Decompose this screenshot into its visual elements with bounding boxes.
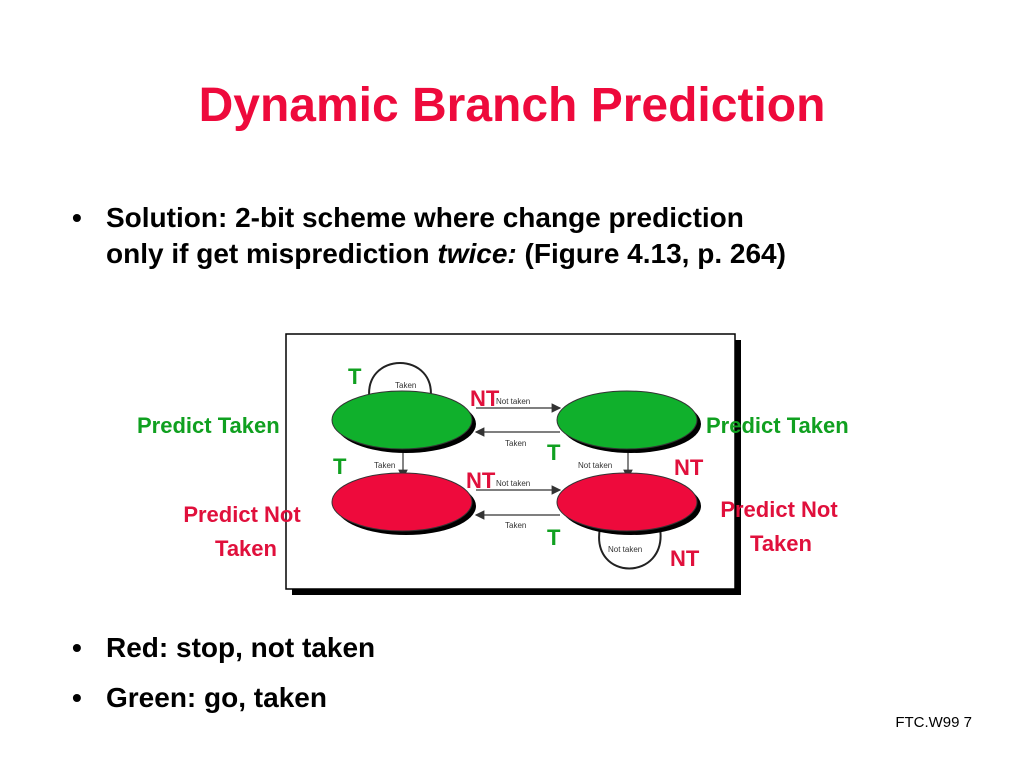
transition-label: T [348, 364, 362, 389]
state-label-right-top: Predict Taken [706, 413, 849, 438]
small-label: Not taken [496, 397, 530, 406]
bullet-dot: • [72, 632, 82, 663]
transition-label: NT [470, 386, 500, 411]
transition-label: NT [466, 468, 496, 493]
bullet-line-2-em: twice: [437, 238, 517, 269]
transition-label: T [547, 440, 561, 465]
state-label-left-bottom-1: Predict Not [183, 502, 301, 527]
state-strong-taken [331, 390, 473, 450]
small-label: Taken [505, 521, 526, 530]
transition-label: NT [674, 455, 704, 480]
transition-label: T [547, 525, 561, 550]
bullet-text: Solution: 2-bit scheme where change pred… [106, 200, 946, 272]
small-label: Taken [395, 381, 416, 390]
bullet-text: Red: stop, not taken [106, 632, 376, 663]
state-label-right-bottom-2: Taken [750, 531, 812, 556]
bullet-text: Green: go, taken [106, 682, 327, 713]
state-weak-not-taken [331, 472, 473, 532]
small-label: Not taken [496, 479, 530, 488]
small-label: Taken [505, 439, 526, 448]
bullet-dot: • [72, 202, 82, 233]
state-strong-not-taken [556, 472, 698, 532]
state-weak-taken [556, 390, 698, 450]
loop-bottom [598, 527, 662, 570]
state-label-left-bottom-2: Taken [215, 536, 277, 561]
small-label: Not taken [578, 461, 612, 470]
small-label: Taken [374, 461, 395, 470]
state-label-right-bottom-1: Predict Not [720, 497, 838, 522]
slide-footer: FTC.W99 7 [895, 714, 972, 731]
bullet-dot: • [72, 682, 82, 713]
transition-label: NT [670, 546, 700, 571]
small-label: Not taken [608, 545, 642, 554]
bullet-line-2-pre: only if get misprediction [106, 238, 438, 269]
bullet-line-1: Solution: 2-bit scheme where change pred… [106, 202, 744, 233]
loop-top [368, 362, 432, 403]
transition-label: T [333, 454, 347, 479]
slide-title: Dynamic Branch Prediction [198, 79, 826, 132]
figure-box [285, 333, 736, 590]
state-label-left-top: Predict Taken [137, 413, 280, 438]
bullet-line-2-post: (Figure 4.13, p. 264) [516, 238, 786, 269]
